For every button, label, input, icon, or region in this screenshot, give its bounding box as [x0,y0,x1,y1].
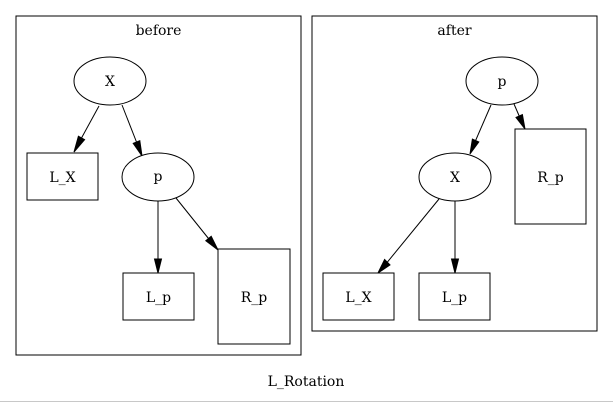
after-edge-x-to-lx-arrowhead [376,258,391,275]
after-edge-p-to-x-arrowhead [469,138,480,155]
before-node-lx: L_X [26,152,99,201]
before-edge-p-to-rp-arrowhead [204,235,219,251]
before-edge-p-to-lp-arrowhead [153,258,163,274]
cluster-after-frame [311,15,598,332]
before-node-p: p [121,152,195,202]
before-node-lp-label: L_p [146,290,171,306]
after-edge-x-to-lp [450,201,460,274]
graph-caption: L_Rotation [268,374,345,390]
after-node-p-label: p [498,74,507,90]
after-edge-p-to-x [469,104,492,155]
before-node-x: X [73,56,147,106]
before-node-p-label: p [154,169,163,185]
before-edge-p-to-lp [153,201,163,274]
after-node-lp-label: L_p [442,290,467,306]
after-node-p: p [465,56,539,106]
after-node-lp: L_p [418,272,491,321]
after-edge-x-to-lx [376,198,440,275]
before-node-rp-label: R_p [241,290,268,306]
bottom-divider [0,401,613,402]
cluster-before: before X L_X p [15,15,302,356]
cluster-before-label: before [136,23,182,39]
before-node-lp: L_p [122,272,195,321]
before-edge-x-to-lx [73,105,100,153]
after-edge-x-to-lp-arrowhead [450,258,460,274]
cluster-after-label: after [437,23,471,39]
after-node-lx: L_X [322,272,395,321]
after-node-x-label: X [450,170,460,186]
after-node-rp-label: R_p [537,170,564,186]
cluster-before-frame [15,15,302,356]
cluster-after: after p X R_p [311,15,598,332]
before-edge-x-to-p-arrowhead [132,140,143,157]
after-node-rp: R_p [514,128,587,225]
before-node-lx-label: L_X [49,170,75,186]
after-node-x: X [418,152,492,202]
before-node-x-label: X [105,74,115,90]
after-edge-p-to-rp-arrowhead [515,113,526,130]
before-edge-p-to-rp [175,197,219,251]
after-node-lx-label: L_X [345,290,371,306]
after-edge-p-to-rp [513,103,526,130]
before-edge-x-to-p [121,104,143,157]
before-edge-x-to-lx-arrowhead [73,135,86,153]
before-node-rp: R_p [217,248,291,345]
